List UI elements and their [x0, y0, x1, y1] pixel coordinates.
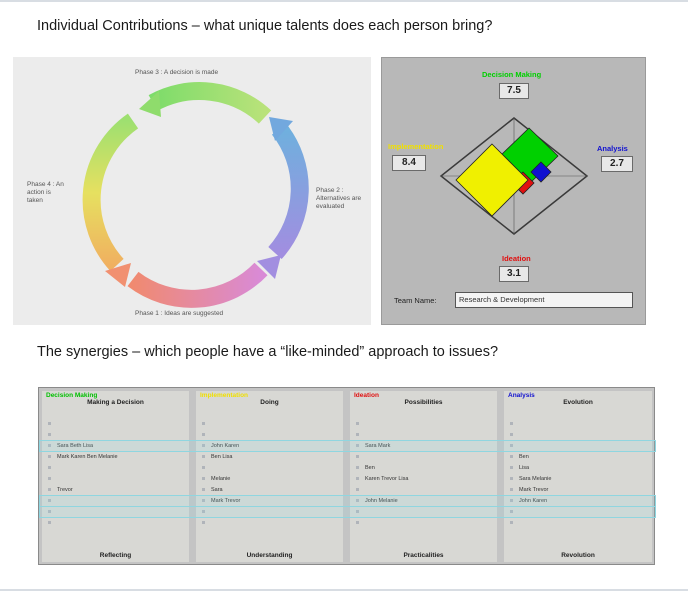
list-item: Mark Trevor [196, 498, 343, 505]
column-title: Possibilities [404, 399, 443, 406]
phase4-label: Phase 4 : An action is taken [27, 181, 64, 204]
list-item [42, 465, 189, 472]
phase1-label: Phase 1 : Ideas are suggested [135, 310, 224, 317]
analysis-label: Analysis [597, 144, 628, 153]
column-title: Making a Decision [87, 399, 144, 406]
cycle-ring-graphic [82, 82, 309, 308]
decision-cycle-figure: Phase 3 : A decision is made Phase 2 : A… [13, 57, 371, 325]
list-item: Karen Trevor Lisa [350, 476, 497, 483]
synergies-heading: The synergies – which people have a “lik… [37, 344, 499, 360]
list-item: Sara Beth Lisa [42, 443, 189, 450]
thinking-style-panel: Decision Making 7.5 Analysis 2.7 Impleme… [381, 57, 646, 325]
list-item [350, 421, 497, 428]
ideation-score: 3.1 [499, 266, 529, 282]
list-item [196, 520, 343, 527]
list-item [504, 443, 652, 450]
synergy-column-decision-making: Decision Making Making a Decision Sara B… [42, 391, 189, 562]
phase3-label: Phase 3 : A decision is made [135, 69, 219, 76]
list-item [42, 498, 189, 505]
list-item: John Karen [504, 498, 652, 505]
team-name-field[interactable]: Research & Development [455, 292, 633, 308]
top-rule [0, 0, 688, 2]
list-item [350, 432, 497, 439]
list-item: Sara Mark [350, 443, 497, 450]
synergy-column-analysis: Analysis Evolution Ben Lisa Sara Melanie… [504, 391, 652, 562]
column-footer: Revolution [561, 552, 595, 559]
list-item [350, 487, 497, 494]
list-item [196, 432, 343, 439]
list-item: Lisa [504, 465, 652, 472]
list-item [350, 520, 497, 527]
list-item: Melanie [196, 476, 343, 483]
list-item: Trevor [42, 487, 189, 494]
list-item [196, 509, 343, 516]
ideation-label: Ideation [502, 254, 531, 263]
column-category: Implementation [200, 392, 249, 399]
column-footer: Understanding [246, 552, 293, 559]
team-name-label: Team Name: [394, 296, 437, 305]
list-item: Sara [196, 487, 343, 494]
implementation-score: 8.4 [392, 155, 426, 171]
synergy-column-ideation: Ideation Possibilities Sara Mark Ben Kar… [350, 391, 497, 562]
column-footer: Practicalities [403, 552, 444, 559]
list-item: Mark Karen Ben Melanie [42, 454, 189, 461]
column-category: Analysis [508, 392, 535, 399]
list-item [504, 432, 652, 439]
column-category: Decision Making [46, 392, 98, 399]
list-item [42, 421, 189, 428]
style-diamond-graphic [439, 117, 589, 235]
decision-making-score: 7.5 [499, 83, 529, 99]
list-item: Ben Lisa [196, 454, 343, 461]
list-item: Mark Trevor [504, 487, 652, 494]
synergy-highlight-band [39, 440, 656, 452]
list-item [196, 421, 343, 428]
list-item [42, 432, 189, 439]
list-item: John Melanie [350, 498, 497, 505]
synergy-grid: Decision Making Making a Decision Sara B… [38, 387, 656, 565]
list-item: Sara Melanie [504, 476, 652, 483]
list-item [42, 476, 189, 483]
column-title: Doing [260, 399, 279, 406]
list-item [350, 454, 497, 461]
list-item [504, 520, 652, 527]
synergy-highlight-band [39, 506, 656, 518]
list-item [42, 520, 189, 527]
analysis-score: 2.7 [601, 156, 633, 172]
list-item [504, 421, 652, 428]
list-item [42, 509, 189, 516]
implementation-label: Implementation [388, 142, 444, 151]
list-item: John Karen [196, 443, 343, 450]
phase2-label: Phase 2 : Alternatives are evaluated [316, 187, 362, 210]
decision-making-label: Decision Making [482, 70, 542, 79]
contributions-heading: Individual Contributions – what unique t… [37, 18, 493, 34]
bottom-rule [0, 589, 688, 591]
list-item: Ben [350, 465, 497, 472]
column-title: Evolution [563, 399, 593, 406]
list-item [196, 465, 343, 472]
list-item: Ben [504, 454, 652, 461]
synergy-column-implementation: Implementation Doing John Karen Ben Lisa… [196, 391, 343, 562]
column-category: Ideation [354, 392, 379, 399]
column-footer: Reflecting [99, 552, 132, 559]
list-item [350, 509, 497, 516]
list-item [504, 509, 652, 516]
